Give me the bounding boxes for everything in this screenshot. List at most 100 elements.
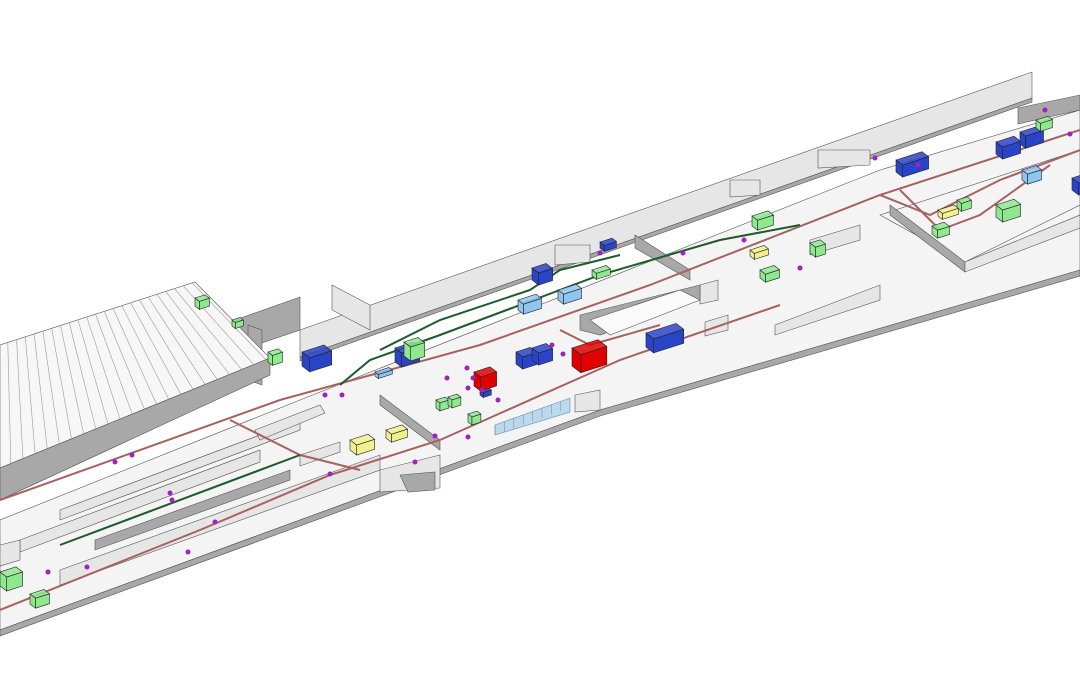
- roof-rib: [104, 311, 145, 410]
- pipe-run: [899, 164, 1051, 232]
- roof-rib: [95, 314, 133, 415]
- wall-segment: [964, 214, 1080, 273]
- wall-segment: [774, 284, 881, 336]
- equipment-top-face: [403, 337, 426, 348]
- light-fixture: [185, 549, 191, 555]
- light-fixture: [412, 459, 418, 465]
- wall-segment: [299, 441, 341, 467]
- equipment-top-face: [591, 265, 612, 274]
- roof-edge: [0, 357, 271, 501]
- roof-rib: [139, 299, 194, 390]
- wall-segment: [59, 419, 301, 521]
- wall-segment: [1017, 94, 1080, 125]
- light-fixture: [464, 365, 470, 371]
- equipment-top-face: [759, 265, 781, 275]
- light-fixture: [597, 250, 603, 256]
- pipe-run: [0, 129, 1080, 501]
- roof-rib: [25, 336, 36, 454]
- light-fixture: [680, 250, 686, 256]
- light-fixture: [169, 497, 175, 503]
- roof-rib: [68, 322, 97, 430]
- pipe-run: [379, 254, 621, 351]
- roof-rib: [16, 339, 24, 459]
- wall-segment: [379, 394, 441, 451]
- light-fixture: [470, 375, 476, 381]
- roof-rib: [156, 294, 218, 380]
- wall-segment: [729, 179, 761, 198]
- light-fixture: [797, 265, 803, 271]
- equipment-top-face: [385, 424, 409, 435]
- wall-segment: [0, 539, 21, 567]
- light-fixture: [872, 155, 878, 161]
- light-fixture: [212, 519, 218, 525]
- equipment-top-face: [599, 237, 618, 246]
- roof: [0, 281, 271, 501]
- equipment-top-face: [809, 239, 827, 248]
- light-fixture: [1042, 107, 1048, 113]
- equipment-top-face: [751, 210, 775, 221]
- roof-rib: [86, 316, 121, 420]
- light-fixture: [129, 452, 135, 458]
- equipment-top-face: [301, 344, 333, 359]
- light-fixture: [339, 392, 345, 398]
- equipment-top-face: [937, 204, 960, 214]
- equipment-top-face: [895, 151, 930, 166]
- light-fixture: [741, 237, 747, 243]
- light-fixture: [479, 387, 485, 393]
- light-fixture: [915, 162, 921, 168]
- equipment-top-face: [931, 221, 951, 231]
- roof-rib: [165, 291, 230, 375]
- light-fixture: [1067, 131, 1073, 137]
- equipment-top-face: [517, 293, 543, 305]
- fixtures: [45, 107, 1073, 575]
- roof-rib: [7, 342, 12, 464]
- roof-rib: [77, 319, 109, 425]
- light-fixture: [444, 375, 450, 381]
- wall-segment: [399, 471, 436, 493]
- wall-segment: [331, 284, 371, 331]
- wall-segment: [574, 389, 601, 413]
- equipment-top-face: [531, 263, 554, 274]
- light-fixture: [112, 459, 118, 465]
- wall-segment: [254, 404, 326, 441]
- roof-rib: [60, 325, 84, 434]
- equipment-top-face: [645, 323, 685, 340]
- equipment-top-face: [231, 317, 244, 323]
- equipment-top-face: [1071, 175, 1080, 184]
- wall-segment: [817, 149, 871, 169]
- equipment-top-face: [557, 283, 583, 295]
- wall-segment: [554, 244, 591, 266]
- pipe-run: [59, 454, 301, 546]
- equipment-top-face: [194, 294, 211, 302]
- light-fixture: [45, 569, 51, 575]
- roof-rib: [147, 296, 206, 385]
- light-fixture: [465, 385, 471, 391]
- light-fixture: [167, 490, 173, 496]
- light-fixture: [560, 351, 566, 357]
- equipment-top-face: [473, 366, 498, 378]
- equipment-top-face: [0, 566, 24, 578]
- equipment: [0, 115, 1080, 609]
- light-fixture: [327, 471, 333, 477]
- roof-rib: [121, 305, 170, 400]
- roof-rib: [42, 331, 60, 444]
- equipment-top-face: [531, 343, 554, 354]
- platform-block: [589, 289, 701, 336]
- light-fixture: [465, 434, 471, 440]
- roof-rib: [51, 328, 72, 439]
- light-fixture: [549, 342, 555, 348]
- roof-rib: [112, 308, 157, 405]
- equipment-top-face: [349, 433, 376, 446]
- equipment-top-face: [749, 245, 770, 254]
- pipe-run: [0, 304, 781, 611]
- equipment-top-face: [571, 339, 608, 356]
- light-fixture: [84, 564, 90, 570]
- equipment-top-face: [267, 348, 284, 356]
- roof-rib: [130, 302, 182, 395]
- equipment-top-face: [447, 393, 462, 401]
- wall-segment: [94, 469, 291, 551]
- equipment-top-face: [995, 198, 1022, 211]
- light-fixture: [495, 397, 501, 403]
- roof-rib: [33, 333, 48, 449]
